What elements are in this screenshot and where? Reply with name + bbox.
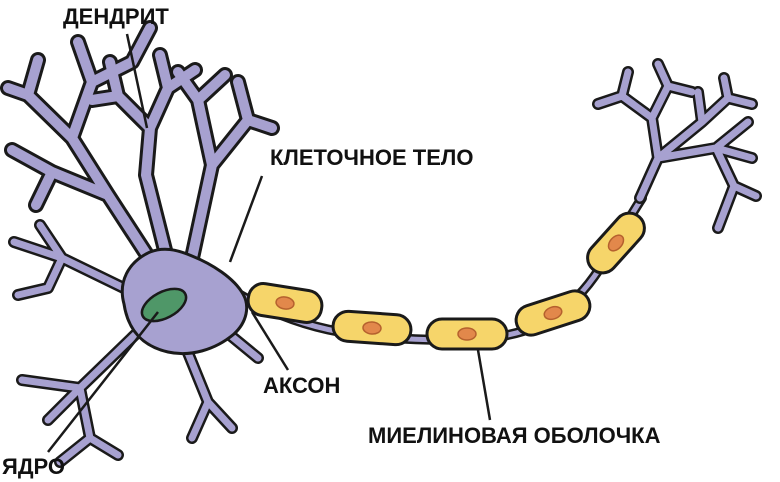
myelin-segment [586, 211, 646, 275]
pointer-line-axon [250, 311, 290, 371]
label-nucleus: ЯДРО [2, 454, 65, 479]
pointer-line-dendrite [125, 33, 149, 129]
myelin-node [457, 327, 477, 341]
label-myelin-sheath: МИЕЛИНОВАЯ ОБОЛОЧКА [368, 423, 661, 448]
pointer-line-nucleus [47, 311, 159, 453]
myelin-segment [246, 282, 324, 324]
myelin-node [607, 234, 625, 252]
myelin-segment [514, 289, 592, 337]
label-cell-body: КЛЕТОЧНОЕ ТЕЛО [270, 145, 473, 170]
axon-terminals [598, 64, 756, 228]
myelin-segment [331, 309, 413, 347]
myelin-node [362, 321, 382, 335]
label-axon: АКСОН [263, 373, 340, 398]
myelin-node [275, 296, 295, 310]
label-dendrite: ДЕНДРИТ [63, 4, 169, 29]
pointer-line-myelin [476, 349, 492, 421]
myelin-node [543, 305, 563, 321]
myelin-segment [425, 317, 509, 351]
pointer-lines [47, 33, 492, 453]
pointer-line-cell-body [228, 175, 264, 263]
myelin-sheath [246, 211, 646, 351]
labels: ДЕНДРИТ КЛЕТОЧНОЕ ТЕЛО АКСОН МИЕЛИНОВАЯ … [2, 4, 661, 479]
nucleus [140, 287, 188, 323]
